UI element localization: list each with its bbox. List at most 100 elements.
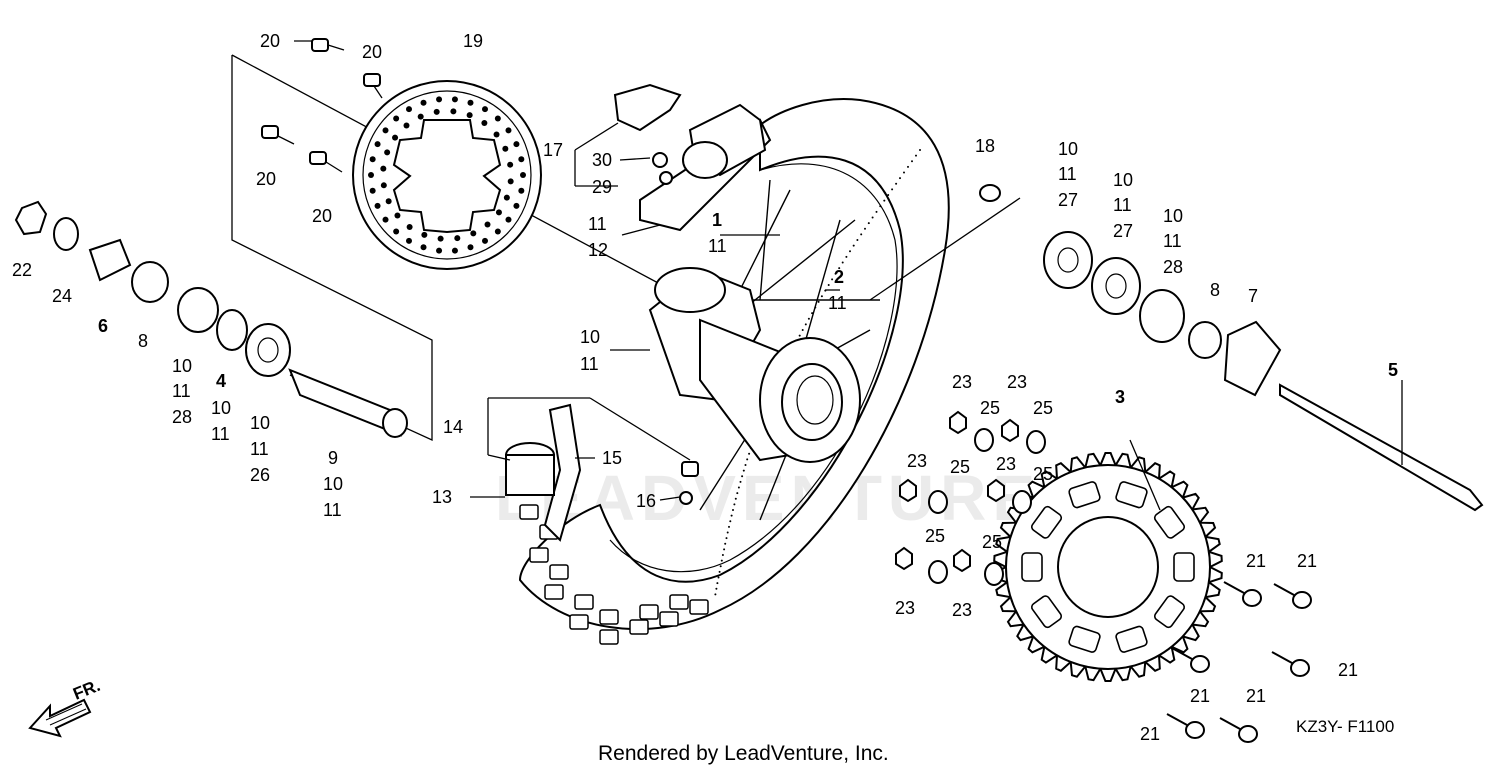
bolt-shank [1219, 717, 1241, 730]
disc-hole [520, 172, 526, 178]
disc-hole [505, 127, 512, 134]
tread-block [519, 504, 539, 520]
disc-hole [513, 202, 520, 209]
sprocket-window [1173, 552, 1195, 582]
tread-block [689, 599, 709, 615]
callout-25: 25 [1033, 464, 1053, 484]
spokes [699, 179, 880, 521]
tire-speckle [852, 244, 855, 247]
callout-13: 13 [432, 487, 452, 507]
callout-29: 29 [592, 177, 612, 197]
tube-and-rim-band [505, 403, 699, 542]
sprocket-window [1068, 481, 1101, 509]
disc-hole [368, 172, 374, 178]
disc-hole [470, 230, 477, 237]
nut [899, 478, 917, 503]
callout-20: 20 [256, 169, 276, 189]
tread-block [574, 594, 594, 610]
callout-28: 28 [1163, 257, 1183, 277]
callout-25: 25 [925, 526, 945, 546]
left-axle-parts [14, 200, 408, 438]
disc-hole [392, 134, 399, 141]
disc-hole [518, 156, 525, 163]
callout-27: 27 [1113, 221, 1133, 241]
tread-block [599, 629, 619, 645]
callout-19: 19 [463, 31, 483, 51]
nut [953, 548, 971, 573]
tire-speckle [903, 171, 905, 174]
tire-speckle [748, 452, 751, 455]
disc-hole [507, 178, 514, 185]
callout-7: 7 [1248, 286, 1258, 306]
callout-27: 27 [1058, 190, 1078, 210]
tire-speckle [726, 531, 729, 534]
callout-23: 23 [952, 600, 972, 620]
tire-speckle [871, 216, 874, 219]
disc-hole [374, 202, 381, 209]
callout-10: 10 [1113, 170, 1133, 190]
callout-11: 11 [588, 214, 607, 234]
tire-speckle [728, 525, 730, 528]
bolt-shank [1271, 651, 1293, 664]
tire-speckle [817, 300, 820, 303]
callout-17: 17 [543, 140, 563, 160]
tread-block [669, 594, 689, 610]
tire-speckle [891, 188, 894, 191]
callout-11: 11 [708, 236, 727, 256]
callout-11: 11 [323, 500, 342, 520]
tire-speckle [744, 464, 747, 466]
disc-hole [380, 182, 387, 189]
disc-hole [382, 127, 389, 134]
tire-speckle [867, 222, 870, 225]
disc-hole [393, 228, 400, 235]
sprocket-nuts-and-washers [895, 410, 1046, 586]
washer [1012, 490, 1032, 514]
tire-speckle [721, 554, 724, 556]
rear-hub [648, 267, 861, 463]
callout-10: 10 [580, 327, 600, 347]
tire-speckle [820, 295, 823, 298]
diagram-code: KZ3Y- F1100 [1296, 717, 1394, 736]
bolt-shank [1171, 647, 1193, 660]
callout-21: 21 [1246, 686, 1266, 706]
callout-23: 23 [907, 451, 927, 471]
tire-speckle [732, 509, 734, 511]
tire-speckle [831, 278, 834, 281]
tire-speckle [737, 486, 740, 489]
callout-28: 28 [172, 407, 192, 427]
callout-6: 6 [98, 316, 108, 336]
disc-hole [513, 141, 520, 148]
tire-speckle [725, 537, 728, 540]
bolt-head [1290, 659, 1310, 677]
disc-hole [433, 108, 440, 115]
callout-1: 1 [712, 210, 722, 230]
bolt-shank [1223, 581, 1245, 594]
disc-hole [417, 113, 424, 120]
nut [895, 546, 913, 571]
callout-21: 21 [1246, 551, 1266, 571]
tire-speckle [875, 210, 878, 213]
callout-25: 25 [1033, 398, 1053, 418]
disc-hole [450, 108, 457, 115]
callout-25: 25 [950, 457, 970, 477]
callout-30: 30 [592, 150, 612, 170]
disc-hole [406, 106, 412, 113]
callout-18: 18 [975, 136, 995, 156]
brake-disc [352, 80, 542, 270]
disc-hole [369, 156, 376, 163]
disc-hole [406, 223, 413, 230]
bolt-head [1238, 725, 1258, 743]
tire-speckle [827, 284, 830, 286]
tire-speckle [807, 317, 810, 320]
washer [1026, 430, 1046, 454]
bolt-head [1242, 589, 1262, 607]
callout-11: 11 [250, 439, 269, 459]
tread-block [659, 611, 679, 627]
disc-hole [420, 244, 427, 251]
callout-11: 11 [580, 354, 599, 374]
callout-11: 11 [1113, 195, 1132, 215]
tire-speckle [742, 469, 745, 472]
callout-11: 11 [828, 293, 847, 313]
